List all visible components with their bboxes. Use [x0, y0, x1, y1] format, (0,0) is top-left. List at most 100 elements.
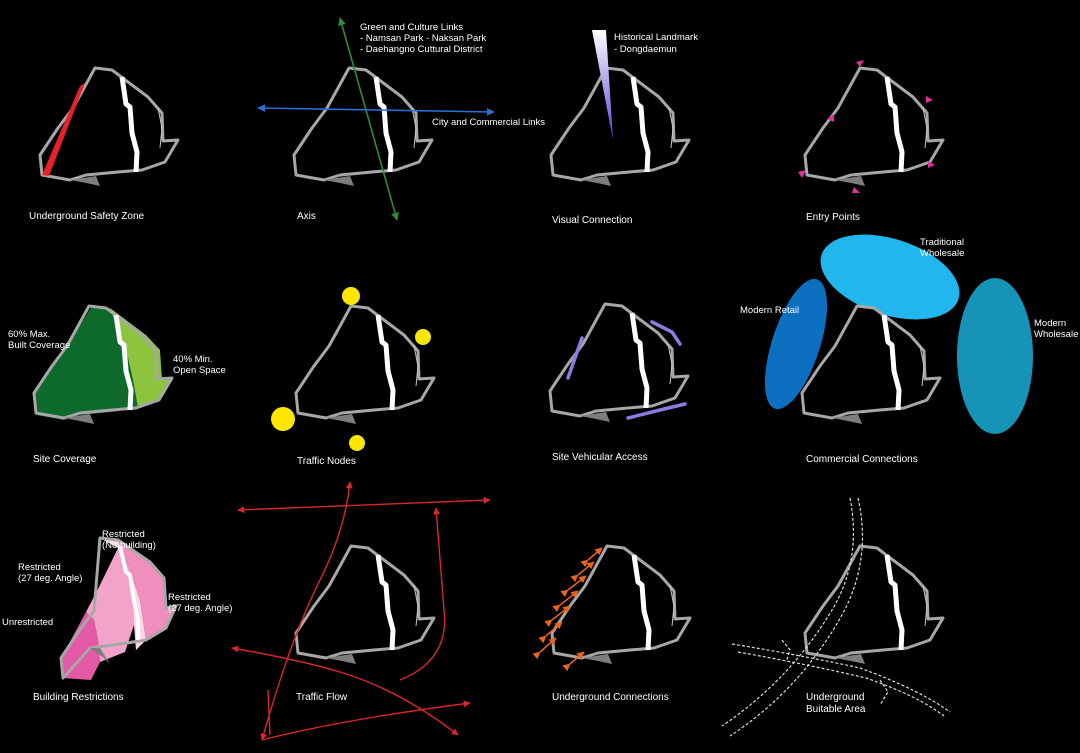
- restriction-label-no-building: Restricted: [102, 529, 145, 540]
- buildable-area-label: Underground: [806, 692, 864, 703]
- panel-caption: Visual Connection: [552, 215, 632, 226]
- vehicular-access-route: [650, 320, 682, 346]
- entry-marker: [856, 60, 864, 67]
- site-plan: [800, 304, 942, 424]
- traditional-wholesale-zone: [820, 234, 960, 320]
- green-axis-arrow: [338, 17, 399, 221]
- site-plan: [294, 304, 436, 424]
- traffic-flow-route: [261, 700, 471, 741]
- panel-caption: Underground Connections: [552, 692, 669, 703]
- axis-label-blue: City and Commercial Links: [432, 117, 545, 128]
- site-plan: [38, 66, 180, 186]
- connection-arrow: [570, 561, 595, 583]
- modern-retail-label: Modern Retail: [740, 305, 799, 316]
- panel-visual-connection: Historical Landmark - Dongdaemun Visual …: [549, 30, 698, 226]
- connection-arrow: [544, 605, 571, 628]
- traditional-wholesale-label: Traditional: [920, 237, 964, 248]
- site-plan: [549, 66, 691, 186]
- modern-wholesale-label-line2: Wholesale: [1034, 329, 1078, 340]
- panel-caption: Building Restrictions: [33, 692, 124, 703]
- buildable-area-label-line2: Buitable Area: [806, 704, 866, 715]
- panel-caption: Site Vehicular Access: [552, 452, 648, 463]
- panel-building-restrictions: Restricted (No building) Restricted (27 …: [2, 529, 232, 703]
- coverage-label-max-line2: Built Coverage: [8, 340, 70, 351]
- site-plan: [59, 536, 178, 680]
- entry-point-markers: [798, 60, 935, 193]
- panel-caption: Traffic Flow: [296, 692, 348, 703]
- blue-axis-arrow: [257, 104, 495, 116]
- traffic-flow-route: [231, 645, 459, 736]
- vehicular-access-route: [566, 336, 584, 380]
- entry-marker: [926, 96, 933, 103]
- unrestricted-label: Unrestricted: [2, 617, 53, 628]
- panel-site-coverage: 60% Max. Built Coverage 40% Min. Open Sp…: [8, 304, 226, 465]
- coverage-label-max: 60% Max.: [8, 329, 50, 340]
- panel-traffic-nodes: Traffic Nodes: [271, 287, 436, 467]
- traffic-node: [342, 287, 360, 305]
- site-plan: [294, 544, 436, 664]
- panel-caption: Underground Safety Zone: [29, 211, 145, 222]
- vehicular-access-route: [626, 402, 687, 420]
- landmark-sightline-beam: [592, 30, 613, 140]
- landmark-label-line2: - Dongdaemun: [614, 44, 677, 55]
- open-space-area: [110, 308, 172, 408]
- entry-marker: [827, 114, 834, 122]
- underground-connection-arrows: [532, 547, 603, 672]
- modern-retail-zone: [764, 278, 828, 410]
- entry-marker: [928, 161, 935, 168]
- tunnel-line: [781, 639, 791, 663]
- connection-arrow: [532, 637, 557, 660]
- coverage-label-min-line2: Open Space: [173, 365, 226, 376]
- connection-arrow: [580, 547, 603, 568]
- panel-underground-connections: Underground Connections: [532, 544, 692, 703]
- site-plan: [803, 66, 945, 186]
- axis-label-green-line2: - Namsan Park - Naksan Park: [360, 33, 486, 44]
- traffic-node: [349, 435, 365, 451]
- restriction-label-east: Restricted: [168, 592, 211, 603]
- underground-tunnel-lines: [721, 497, 951, 737]
- safety-zone-strip: [42, 83, 85, 176]
- landmark-label: Historical Landmark: [614, 32, 698, 43]
- tunnel-line: [731, 643, 951, 713]
- panel-axis: Green and Culture Links - Namsan Park - …: [257, 17, 545, 222]
- axis-label-green: Green and Culture Links: [360, 22, 463, 33]
- site-plan: [550, 544, 692, 664]
- traffic-node: [271, 407, 295, 431]
- panel-caption: Commercial Connections: [806, 454, 918, 465]
- tunnel-line: [737, 651, 945, 717]
- unrestricted-zone: [61, 612, 100, 680]
- traffic-flow-route: [267, 689, 271, 736]
- restriction-label-west: Restricted: [18, 562, 61, 573]
- panel-entry-points: Entry Points: [798, 60, 945, 223]
- entry-marker: [798, 170, 806, 178]
- traffic-flow-route: [237, 496, 491, 514]
- coverage-label-min: 40% Min.: [173, 354, 213, 365]
- restricted-angle-zone-west: [72, 548, 134, 662]
- tunnel-line: [721, 497, 855, 727]
- restricted-no-building-zone: [100, 538, 146, 650]
- panel-caption: Site Coverage: [33, 454, 97, 465]
- site-plan: [32, 304, 174, 424]
- traffic-flow-arrows: [231, 481, 491, 741]
- panel-site-vehicular-access: Site Vehicular Access: [548, 302, 690, 463]
- panel-caption: Traffic Nodes: [297, 456, 356, 467]
- connection-arrow: [538, 621, 563, 644]
- traffic-flow-route: [399, 507, 446, 681]
- panel-traffic-flow: Traffic Flow: [231, 481, 491, 741]
- axis-label-green-line3: - Daehangno Cuttural District: [360, 44, 483, 55]
- traditional-wholesale-label-line2: Wholesale: [920, 248, 964, 259]
- tunnel-line: [729, 497, 864, 737]
- restricted-angle-zone-east: [118, 540, 176, 640]
- site-plan: [803, 544, 945, 664]
- panel-caption: Axis: [297, 211, 316, 222]
- restriction-label-west-line2: (27 deg. Angle): [18, 573, 82, 584]
- site-plan: [548, 302, 690, 422]
- panel-caption: Entry Points: [806, 212, 860, 223]
- traffic-node: [415, 329, 431, 345]
- panel-underground-safety-zone: Underground Safety Zone: [29, 66, 180, 222]
- connection-arrow: [560, 575, 587, 598]
- entry-marker: [852, 187, 860, 193]
- modern-wholesale-label: Modern: [1034, 318, 1066, 329]
- modern-wholesale-zone: [957, 278, 1033, 434]
